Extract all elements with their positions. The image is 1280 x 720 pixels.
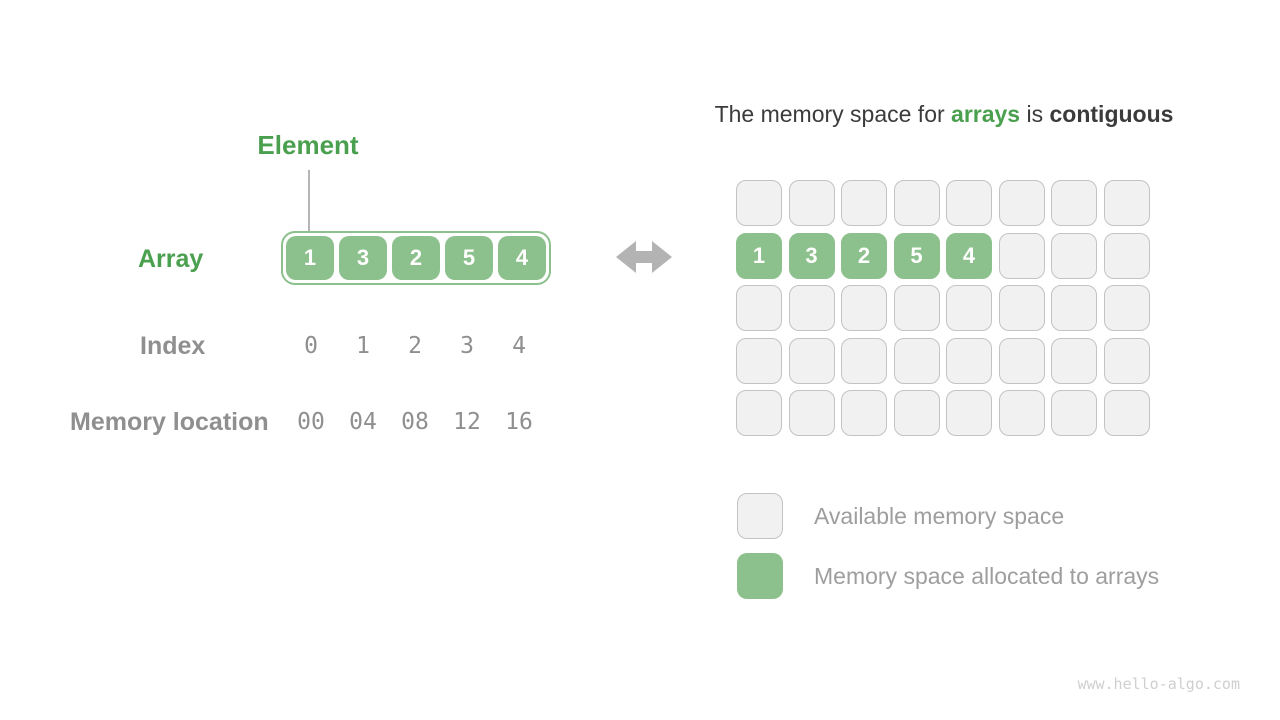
- legend-label: Available memory space: [814, 502, 1065, 529]
- array-cell: 5: [445, 236, 493, 280]
- available-memory-cell: [1103, 390, 1150, 436]
- available-memory-cell: [1103, 337, 1150, 384]
- legend-item-allocated: Memory space allocated to arrays: [737, 553, 1159, 599]
- allocated-memory-cell: 1: [736, 232, 782, 279]
- available-memory-cell: [946, 337, 992, 384]
- array-cell: 4: [498, 236, 546, 280]
- available-memory-cell: [788, 285, 835, 331]
- array-label: Array: [138, 245, 204, 273]
- index-values: 0 1 2 3 4: [285, 333, 545, 359]
- available-memory-cell: [946, 285, 992, 331]
- available-memory-cell: [841, 390, 887, 436]
- memory-location-value: 12: [453, 409, 481, 435]
- array-cell: 2: [392, 236, 440, 280]
- available-memory-cell: [998, 390, 1045, 436]
- allocated-memory-cell: 4: [946, 232, 992, 279]
- available-memory-cell: [841, 285, 887, 331]
- memory-location-value: 08: [401, 409, 429, 435]
- index-value: 2: [408, 333, 422, 359]
- available-memory-cell: [998, 180, 1045, 226]
- title-highlight-arrays: arrays: [951, 101, 1021, 127]
- available-memory-cell: [893, 390, 940, 436]
- available-memory-cell: [946, 180, 992, 226]
- legend-item-available: Available memory space: [737, 493, 1159, 539]
- available-memory-cell: [841, 180, 887, 226]
- array-cell: 1: [286, 236, 334, 280]
- available-memory-cell: [1103, 180, 1150, 226]
- available-memory-cell: [893, 285, 940, 331]
- available-memory-cell: [1051, 337, 1097, 384]
- available-memory-cell: [736, 390, 782, 436]
- legend-label: Memory space allocated to arrays: [814, 562, 1160, 589]
- available-memory-cell: [788, 337, 835, 384]
- available-memory-cell: [1051, 180, 1097, 226]
- available-memory-cell: [893, 337, 940, 384]
- title-emphasis-contiguous: contiguous: [1049, 101, 1174, 127]
- memory-location-value: 00: [297, 409, 325, 435]
- available-memory-cell: [736, 337, 782, 384]
- allocated-memory-cell: 5: [893, 232, 940, 279]
- available-memory-cell: [893, 180, 940, 226]
- array-cell: 3: [339, 236, 387, 280]
- available-memory-cell: [1103, 232, 1150, 279]
- diagram-title: The memory space for arrays is contiguou…: [715, 101, 1174, 128]
- index-value: 4: [512, 333, 526, 359]
- available-memory-cell: [788, 390, 835, 436]
- index-value: 3: [460, 333, 474, 359]
- available-memory-swatch-icon: [737, 493, 783, 539]
- index-value: 1: [356, 333, 370, 359]
- available-memory-cell: [841, 337, 887, 384]
- allocated-memory-cell: 2: [841, 232, 887, 279]
- available-memory-cell: [1051, 232, 1097, 279]
- index-label: Index: [140, 332, 206, 360]
- allocated-memory-swatch-icon: [737, 553, 783, 599]
- double-arrow-icon: [616, 241, 672, 273]
- available-memory-cell: [998, 232, 1045, 279]
- available-memory-cell: [1051, 390, 1097, 436]
- available-memory-cell: [1103, 285, 1150, 331]
- memory-location-values: 00 04 08 12 16: [285, 409, 545, 435]
- available-memory-cell: [736, 285, 782, 331]
- available-memory-cell: [1051, 285, 1097, 331]
- memory-location-value: 04: [349, 409, 377, 435]
- available-memory-cell: [788, 180, 835, 226]
- available-memory-cell: [998, 337, 1045, 384]
- available-memory-cell: [998, 285, 1045, 331]
- title-part2: is: [1020, 101, 1050, 127]
- watermark: www.hello-algo.com: [1077, 675, 1240, 693]
- index-value: 0: [304, 333, 318, 359]
- memory-location-label: Memory location: [70, 408, 269, 436]
- legend: Available memory space Memory space allo…: [737, 493, 1159, 599]
- allocated-memory-cell: 3: [788, 232, 835, 279]
- available-memory-cell: [736, 180, 782, 226]
- memory-location-value: 16: [505, 409, 533, 435]
- title-part1: The memory space for: [714, 101, 952, 127]
- element-connector-line: [308, 170, 310, 231]
- element-label: Element: [257, 130, 359, 160]
- available-memory-cell: [946, 390, 992, 436]
